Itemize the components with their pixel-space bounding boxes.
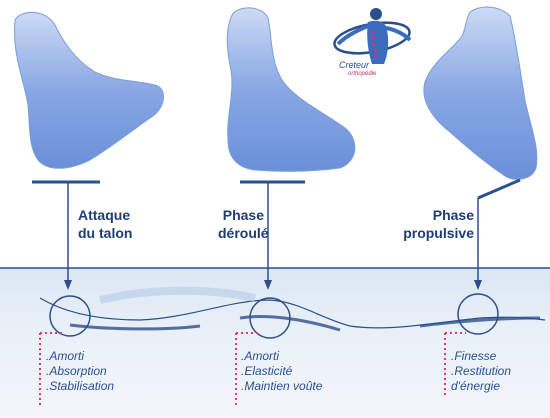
phase-title-line2: déroulé <box>218 225 269 241</box>
heel-zone-circle <box>49 295 91 337</box>
benefit-item: .Finesse <box>451 349 497 363</box>
logo-subtitle: orthopédie <box>348 71 377 77</box>
phase-label-propulsion: Phase propulsive <box>400 206 474 242</box>
phase-title-line1: Phase <box>432 207 474 223</box>
arch-zone-circle <box>249 297 291 339</box>
ground-area <box>0 268 550 418</box>
benefit-item: .Stabilisation <box>46 379 115 393</box>
phase-title-line2: propulsive <box>403 225 474 241</box>
benefit-item: .Amorti <box>241 349 280 363</box>
phase-label-midstance: Phase déroulé <box>218 206 269 242</box>
benefit-item: .Absorption <box>46 364 107 378</box>
benefit-item: .Elasticité <box>241 364 293 378</box>
benefits-midstance: .Amorti .Elasticité .Maintien voûte <box>241 349 322 394</box>
logo-figure-icon <box>333 8 412 64</box>
foot-flat <box>226 7 356 172</box>
benefit-item: .Maintien voûte <box>241 379 323 393</box>
logo-name: Creteur <box>339 60 370 70</box>
insole-profile <box>39 297 546 329</box>
benefit-item: .Amorti <box>46 349 85 363</box>
benefit-item: .Restitution <box>451 364 512 378</box>
benefit-item: d'énergie <box>451 379 500 393</box>
forefoot-zone-circle <box>457 293 499 335</box>
phase-label-heel-strike: Attaque du talon <box>78 206 132 242</box>
benefits-heel-strike: .Amorti .Absorption .Stabilisation <box>46 349 114 394</box>
phase-title-line2: du talon <box>78 225 133 241</box>
foot-heel-strike <box>14 11 165 169</box>
phase-title-line1: Attaque <box>78 207 131 223</box>
foot-toe-off <box>423 6 538 180</box>
benefits-propulsion: .Finesse .Restitution d'énergie <box>451 349 511 394</box>
phase-title-line1: Phase <box>222 207 264 223</box>
